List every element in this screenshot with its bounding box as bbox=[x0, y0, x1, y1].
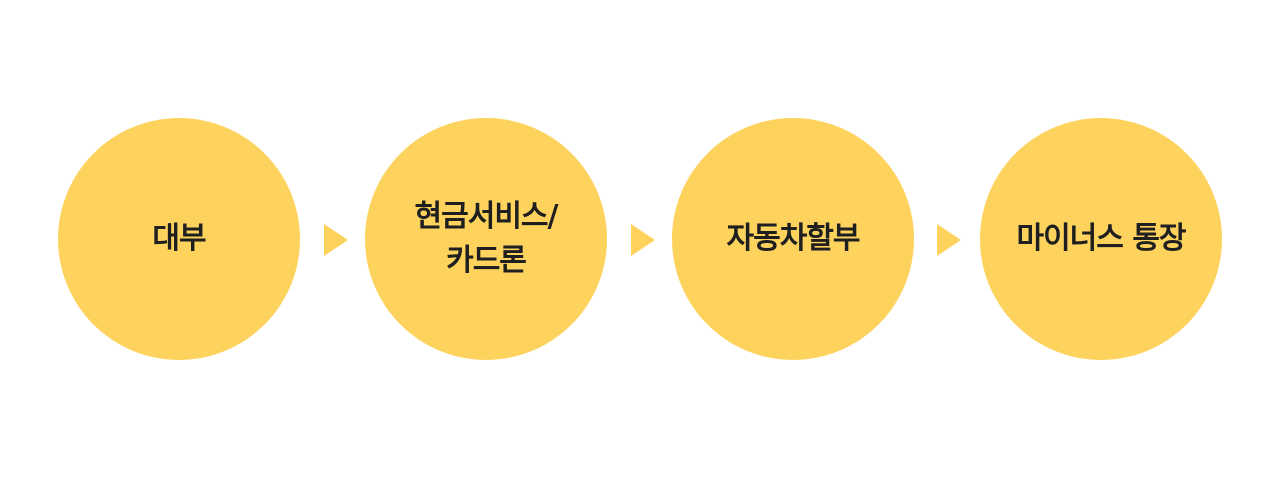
arrow-right-icon bbox=[631, 224, 655, 256]
step-label-3: 자동차할부 bbox=[726, 221, 861, 256]
step-label-2: 현금서비스/ 카드론 bbox=[414, 199, 559, 278]
step-circle-1: 대부 bbox=[58, 118, 300, 360]
step-label-1: 대부 bbox=[152, 221, 206, 256]
step-label-4: 마이너스 통장 bbox=[1016, 221, 1186, 256]
arrow-right-icon bbox=[937, 224, 961, 256]
arrow-right-icon bbox=[324, 224, 348, 256]
step-circle-3: 자동차할부 bbox=[672, 118, 914, 360]
step-circle-4: 마이너스 통장 bbox=[980, 118, 1222, 360]
step-circle-2: 현금서비스/ 카드론 bbox=[365, 118, 607, 360]
